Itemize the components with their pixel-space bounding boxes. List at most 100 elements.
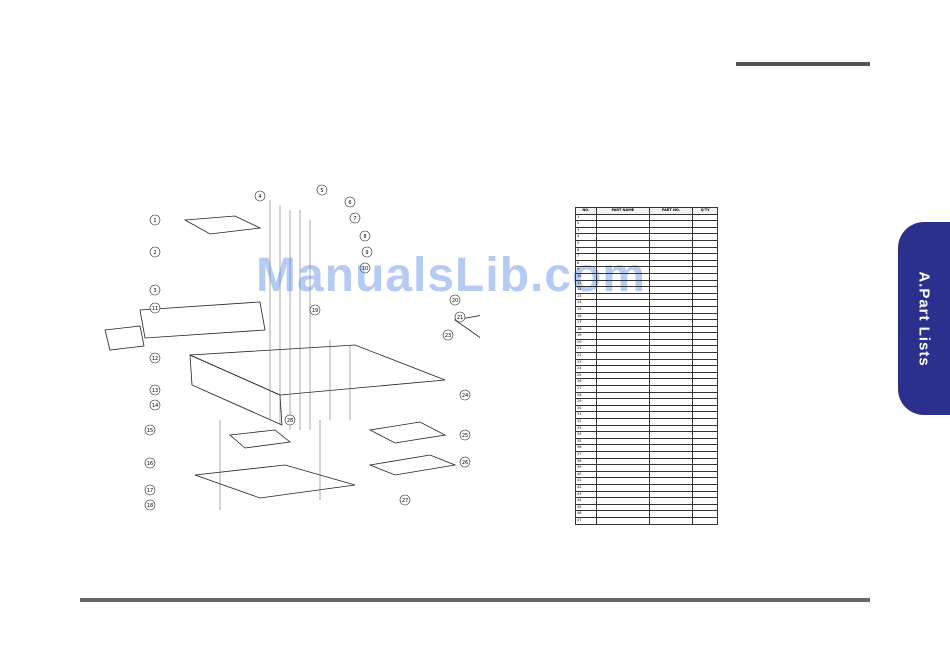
table-cell	[692, 213, 718, 222]
table-row: 3	[575, 226, 718, 235]
callout-number: 4	[258, 194, 261, 200]
table-cell	[648, 378, 694, 387]
table-cell	[692, 477, 718, 485]
table-cell	[595, 437, 650, 446]
table-cell	[648, 226, 694, 235]
table-cell	[595, 272, 650, 281]
callout-number: 2	[153, 250, 156, 256]
table-cell	[595, 352, 650, 360]
table-cell	[648, 424, 694, 433]
table-row: 23	[575, 358, 718, 367]
callout-number: 28	[287, 418, 293, 424]
table-cell	[595, 305, 650, 314]
table-cell	[648, 371, 694, 380]
table-cell	[648, 510, 694, 518]
table-cell	[692, 503, 718, 512]
callout-bubble	[254, 190, 266, 202]
table-cell	[595, 253, 650, 261]
table-cell: 17	[575, 319, 597, 327]
table-cell	[595, 371, 650, 380]
table-cell	[692, 510, 718, 518]
table-cell	[692, 404, 718, 413]
base-case-side	[189, 354, 283, 426]
table-row: 41	[575, 477, 718, 485]
callout-bubble	[149, 302, 161, 314]
table-cell	[595, 464, 650, 472]
callout-bubble	[454, 311, 466, 323]
table-cell	[648, 490, 694, 499]
table-cell	[648, 385, 694, 393]
table-cell	[692, 516, 718, 525]
table-cell	[648, 239, 694, 248]
table-cell	[692, 418, 718, 426]
table-cell: 3	[575, 226, 597, 235]
table-row: 32	[575, 418, 718, 426]
table-cell	[692, 239, 718, 248]
table-cell	[595, 497, 650, 505]
table-cell	[692, 450, 718, 459]
table-header: NO.	[575, 207, 597, 215]
table-cell	[648, 292, 694, 301]
section-tab-part-lists[interactable]: A.Part Lists	[898, 222, 950, 415]
callout-bubble	[459, 389, 471, 401]
callout-number: 15	[147, 428, 153, 434]
table-cell: 29	[575, 398, 597, 406]
callout-bubble	[459, 429, 471, 441]
table-cell	[595, 233, 650, 241]
table-cell	[595, 418, 650, 426]
callout-number: 17	[147, 488, 153, 494]
table-row: 17	[575, 319, 718, 327]
table-cell: 34	[575, 431, 597, 439]
callout-number: 21	[457, 315, 463, 321]
base-case-shape	[189, 344, 446, 396]
table-row: 47	[575, 516, 718, 525]
table-cell	[692, 483, 718, 492]
hdd-bracket-shape	[368, 454, 457, 476]
table-cell	[595, 470, 650, 479]
table-row: 15	[575, 305, 718, 314]
table-cell	[648, 266, 694, 274]
table-cell	[648, 483, 694, 492]
table-cell	[595, 325, 650, 334]
table-cell: 32	[575, 418, 597, 426]
table-row: 9	[575, 266, 718, 274]
callout-number: 23	[445, 333, 451, 339]
table-cell	[595, 503, 650, 512]
table-row: 21	[575, 345, 718, 354]
table-cell	[595, 266, 650, 274]
exploded-view-drawing: 1234567891011121314151617181920212223242…	[104, 184, 480, 511]
callout-number: 11	[152, 306, 158, 312]
table-row: 22	[575, 352, 718, 360]
table-cell	[648, 286, 694, 294]
table-cell	[595, 226, 650, 235]
bottom-cover-shape	[194, 464, 356, 499]
table-cell	[692, 497, 718, 505]
table-row: 38	[575, 457, 718, 466]
table-cell	[595, 378, 650, 387]
table-cell	[595, 398, 650, 406]
table-cell	[595, 279, 650, 288]
table-cell	[595, 319, 650, 327]
table-row: 2	[575, 220, 718, 228]
table-cell	[648, 503, 694, 512]
callout-number: 27	[402, 498, 408, 504]
table-cell	[595, 286, 650, 294]
table-cell	[648, 404, 694, 413]
table-row: 8	[575, 259, 718, 268]
table-header: PART NAME	[595, 207, 650, 215]
table-row: 40	[575, 470, 718, 479]
section-tab-label: A.Part Lists	[915, 270, 933, 367]
table-cell: 9	[575, 266, 597, 274]
callout-bubble	[149, 214, 161, 226]
table-cell	[692, 226, 718, 235]
table-cell	[595, 365, 650, 373]
table-cell	[692, 391, 718, 400]
table-row: 27	[575, 385, 718, 393]
callout-bubble	[284, 414, 296, 426]
table-cell	[692, 345, 718, 354]
callout-number: 20	[452, 298, 458, 304]
table-cell: 43	[575, 490, 597, 499]
table-row: 10	[575, 272, 718, 281]
table-cell	[692, 279, 718, 288]
table-cell: 46	[575, 510, 597, 518]
